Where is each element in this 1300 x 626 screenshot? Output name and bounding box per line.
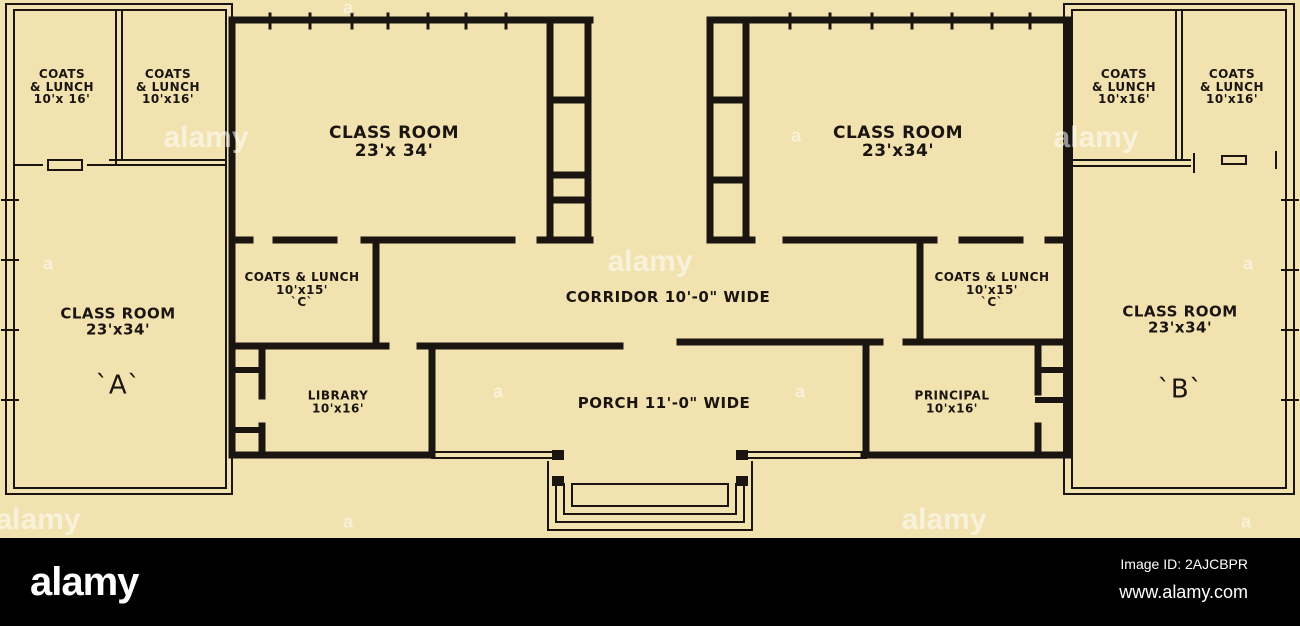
floor-plan: COATS & LUNCH 10'x 16' COATS & LUNCH 10'…	[0, 0, 1300, 538]
room-label-coats-lunch: COATS & LUNCH 10'x 16'	[30, 67, 94, 107]
watermark-mark: a	[794, 381, 806, 402]
watermark-mark: a	[342, 511, 354, 532]
room-label-coats-lunch: COATS & LUNCH 10'x16'	[1092, 67, 1156, 107]
watermark-logo: alamy	[163, 121, 249, 154]
watermark-logo: alamy	[607, 245, 693, 278]
footer-url[interactable]: www.alamy.com	[1119, 582, 1248, 602]
room-label-classroom-a: CLASS ROOM 23'x34'	[60, 304, 176, 338]
watermark-mark: a	[342, 0, 354, 18]
watermark-mark: a	[492, 381, 504, 402]
center-block-walls	[228, 16, 1072, 459]
right-wing-outline	[1063, 3, 1295, 495]
room-label-principal: PRINCIPAL 10'x16'	[914, 388, 990, 415]
room-label-coats-lunch: COATS & LUNCH 10'x16'	[1200, 67, 1264, 107]
door-marks	[47, 151, 1277, 171]
room-label-coats-lunch-c: COATS & LUNCH 10'x15' `C`	[244, 270, 360, 310]
watermark-mark: a	[1242, 253, 1254, 274]
watermark-mark: a	[790, 125, 802, 146]
room-letter-a: `A`	[95, 370, 141, 401]
room-label-coats-lunch: COATS & LUNCH 10'x16'	[136, 67, 200, 107]
room-label-classroom-b: CLASS ROOM 23'x34'	[1122, 302, 1238, 336]
window-ticks	[268, 12, 1032, 30]
stock-footer: alamy Image ID: 2AJCBPR www.alamy.com	[0, 538, 1300, 626]
footer-image-id: Image ID: 2AJCBPR	[1120, 556, 1248, 572]
room-label-library: LIBRARY 10'x16'	[307, 388, 369, 415]
footer-logo[interactable]: alamy	[30, 560, 139, 604]
watermark-logo: alamy	[1053, 121, 1139, 154]
watermark-logo: alamy	[0, 503, 81, 536]
room-label-classroom: CLASS ROOM 23'x 34'	[328, 123, 460, 161]
wall-stubs	[229, 367, 1071, 433]
room-label-coats-lunch-c: COATS & LUNCH 10'x15' `C`	[934, 270, 1050, 310]
room-label-corridor: CORRIDOR 10'-0" WIDE	[565, 288, 771, 307]
watermark-mark: a	[42, 253, 54, 274]
floor-plan-drawing	[1, 3, 1299, 531]
watermark-logo: alamy	[901, 503, 987, 536]
side-ticks	[1, 199, 1299, 401]
watermark-mark: a	[1240, 511, 1252, 532]
room-label-classroom: CLASS ROOM 23'x34'	[832, 123, 964, 161]
porch-steps	[431, 450, 867, 531]
room-label-porch: PORCH 11'-0" WIDE	[577, 394, 751, 413]
room-letter-b: `B`	[1157, 374, 1203, 405]
